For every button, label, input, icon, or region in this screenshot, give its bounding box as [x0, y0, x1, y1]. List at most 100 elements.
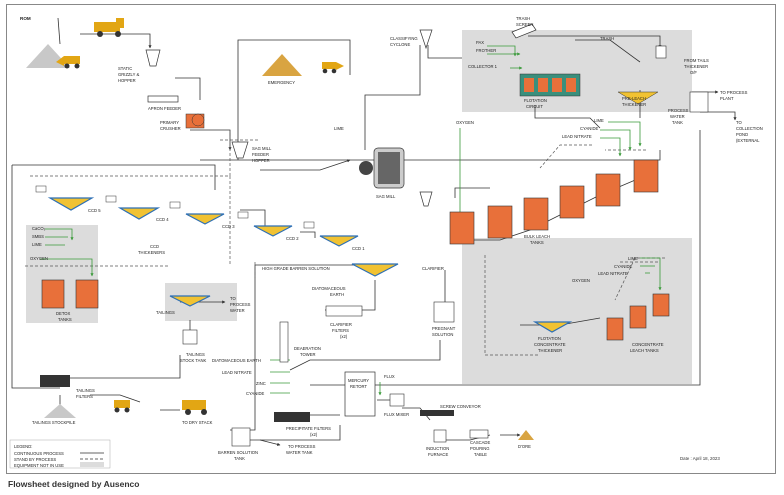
concentrate-leach [532, 293, 670, 341]
pregnant-label-1: PREGNANT [432, 326, 456, 331]
flux-mixer [389, 393, 405, 407]
ccd-thick-label-2: THICKENERS [138, 250, 165, 255]
to-pond-label-4: (EXTERNAL [736, 138, 760, 143]
pw-tank-label-3: TANK [672, 120, 683, 125]
loader-3 [114, 400, 130, 413]
deaeration-label-2: TOWER [300, 352, 316, 357]
rom-label: ROM [20, 16, 31, 21]
pw-tank-label-1: PROCESS [668, 108, 689, 113]
preleach-label-1: PRE-LEACH [622, 96, 646, 101]
from-tails-label-1: FROM TAILS [684, 58, 709, 63]
apron-feeder [147, 95, 179, 103]
diatomaceous-top-label-1: DIATOMACEOUS [312, 286, 346, 291]
tailings-stock-tank [182, 329, 198, 345]
cascade-table [469, 429, 489, 439]
trash-screen [511, 23, 537, 39]
deaeration-label-1: DEAERATION [294, 346, 321, 351]
bulk-leach-label-1: BULK LEACH [524, 234, 550, 239]
ccd4-label: CCD 4 [156, 217, 169, 222]
preleach-label-2: THICKENER [622, 102, 646, 107]
detox-label-2: TANKS [58, 317, 72, 322]
legend-item-standby: STAND BY PROCESS [14, 457, 56, 462]
lime-top-label: LIME [334, 126, 344, 131]
to-pw-label-3: WATER [230, 308, 245, 313]
oxygen-top-label: OXYGEN [456, 120, 474, 125]
pw-tank-label-2: WATER [670, 114, 685, 119]
process-water-tank [689, 91, 709, 113]
to-pw-label-1: TO [230, 296, 236, 301]
primary-crusher [185, 113, 205, 129]
loader-1 [56, 56, 80, 69]
sag-feeder-label-3: HOPPER [252, 158, 270, 163]
trash-screen-label-2: SCREEN [516, 22, 533, 27]
loader-2 [322, 62, 344, 74]
tailings-stockpile-label: TAILINGS STOCKPILE [32, 420, 76, 425]
haul-truck-1 [94, 18, 124, 37]
tailings-stock-label-1: TAILINGS [186, 352, 205, 357]
caption: Flowsheet designed by Ausenco [8, 479, 140, 489]
cascade-label-2: POURING [470, 446, 490, 451]
diatomaceous-mid-label: DIATOMACEOUS EARTH [212, 358, 261, 363]
to-pw-tank-label-2: WATER TANK [286, 450, 313, 455]
legend-item-continuous: CONTINUOUS PROCESS [14, 451, 64, 456]
flot-conc-label-3: THICKENER [538, 348, 562, 353]
lime-detox-label: LIME [32, 242, 42, 247]
barren-tank-label-1: BARREN SOLUTION [218, 450, 258, 455]
emergency-stockpile [262, 54, 302, 76]
sag-feeder-hopper [231, 141, 249, 159]
induction-furnace [433, 429, 447, 443]
flot-conc-label-1: FLOTATION [538, 336, 561, 341]
reagent-lines [40, 45, 662, 396]
precipitate-filters [274, 412, 310, 422]
to-pond-label-2: COLLECTION [736, 126, 763, 131]
sag-feeder-label-1: SAG MILL [252, 146, 272, 151]
ccd-thickeners [35, 185, 359, 247]
to-pw-label-2: PROCESS [230, 302, 251, 307]
bulk-leach-label-2: TANKS [530, 240, 544, 245]
oxygen-detox-label: OXYGEN [30, 256, 48, 261]
cyanide-mid-label: CYANIDE [246, 391, 265, 396]
mercury-retort [344, 371, 376, 417]
from-tails-label-2: THICKENER [684, 64, 708, 69]
flux-mixer-label: FLUX MIXER [384, 412, 409, 417]
trash-label: TRASH [600, 36, 614, 41]
ccd-thick-label-1: CCD [150, 244, 159, 249]
tailings-stock-label-2: STOCK TANK [180, 358, 207, 363]
ccd2-label: CCD 2 [286, 236, 299, 241]
grizzly-label-1: STATIC [118, 66, 132, 71]
induction-label-2: FURNACE [428, 452, 448, 457]
flotation-circuit [511, 23, 709, 113]
crusher-label-1: PRIMARY [160, 120, 179, 125]
clarifier-filters-label-2: FILTERS [332, 328, 349, 333]
clarifier-label: CLARIFIER [422, 266, 444, 271]
to-pw-tank-label-1: TO PROCESS [288, 444, 316, 449]
flotation-zone [462, 30, 692, 112]
barren-tank-label-2: TANK [234, 456, 245, 461]
pax-label: PAX [476, 40, 484, 45]
detox-label-1: DETOX [56, 311, 71, 316]
sag-mill [359, 29, 433, 207]
legend-item-notinuse: EQUIPMENT NOT IN USE [14, 463, 64, 468]
precip-label-1: PRECIPITATE FILTERS [286, 426, 331, 431]
ccd3-label: CCD 3 [222, 224, 235, 229]
trash-screen-label-1: TRASH [516, 16, 530, 21]
flot-circuit-label-1: FLOTATION [524, 98, 547, 103]
cascade-label-1: CASCADE [470, 440, 490, 445]
precip-label-2: (x2) [310, 432, 318, 437]
pregnant-label-2: SOLUTION [432, 332, 453, 337]
sag-mill-label: SAG MILL [376, 194, 396, 199]
tailings-stockpile [44, 404, 76, 418]
lead-nitrate-r-label: LEAD NITRATE [562, 134, 592, 139]
grizzly-label-2: GRIZZLY & [118, 72, 139, 77]
grizzly-label-3: HOPPER [118, 78, 136, 83]
clarifier [351, 263, 399, 277]
to-pond-label-1: TO [736, 120, 742, 125]
induction-label-1: INDUCTION [426, 446, 449, 451]
collector-label: COLLECTOR 1 [468, 64, 498, 69]
flot-circuit-label-2: CIRCUIT [526, 104, 543, 109]
tailings-filters-label-2: FILTERS [76, 394, 93, 399]
recovery-area [231, 263, 534, 447]
preleach-thickener [617, 91, 659, 105]
bulk-leach-tanks [449, 159, 659, 245]
